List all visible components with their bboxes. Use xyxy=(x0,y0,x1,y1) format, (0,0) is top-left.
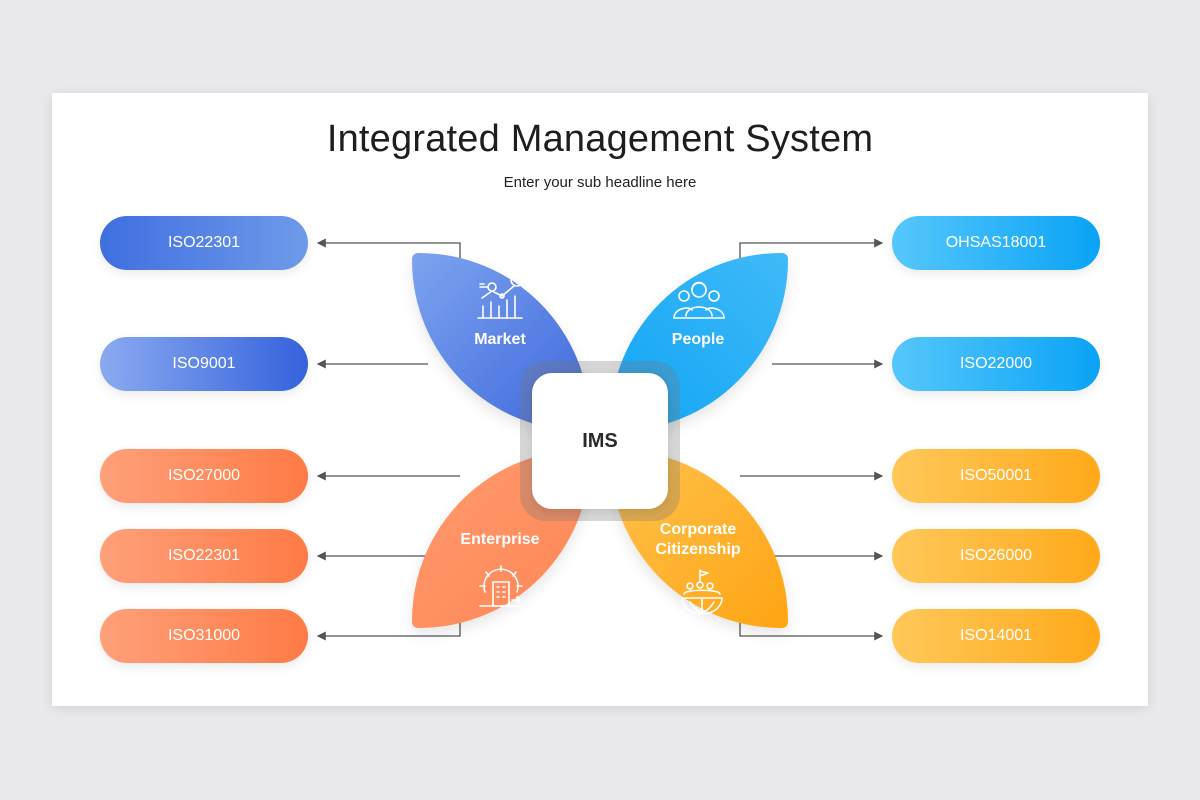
left-item-1: ISO22301 xyxy=(100,216,308,270)
left-item-3-label: ISO27000 xyxy=(167,467,241,484)
right-item-4: ISO26000 xyxy=(892,529,1100,583)
petal-label-people: People xyxy=(671,331,725,348)
right-item-1-label: OHSAS18001 xyxy=(945,234,1047,251)
petal-label-corporate-line2: Citizenship xyxy=(655,541,741,558)
left-item-1-label: ISO22301 xyxy=(167,234,241,251)
page-title: Integrated Management System xyxy=(326,118,874,160)
globe-community-icon xyxy=(681,569,723,615)
building-gear-icon xyxy=(479,565,523,607)
left-item-2: ISO9001 xyxy=(100,337,308,391)
page-subtitle: Enter your sub headline here xyxy=(503,174,697,191)
right-item-1: OHSAS18001 xyxy=(892,216,1100,270)
right-item-2-label: ISO22000 xyxy=(959,355,1033,372)
left-item-4-label: ISO22301 xyxy=(167,547,241,564)
left-item-5-label: ISO31000 xyxy=(167,627,241,644)
left-item-3: ISO27000 xyxy=(100,449,308,503)
petal-label-corporate-line1: Corporate xyxy=(659,521,737,538)
right-item-3: ISO50001 xyxy=(892,449,1100,503)
petal-label-corporate: Corporate Citizenship xyxy=(628,520,768,560)
right-item-5-label: ISO14001 xyxy=(959,627,1033,644)
right-item-5: ISO14001 xyxy=(892,609,1100,663)
team-icon xyxy=(673,281,725,319)
petal-label-market: Market xyxy=(474,331,526,348)
left-item-4: ISO22301 xyxy=(100,529,308,583)
center-label: IMS xyxy=(582,429,618,452)
right-item-4-label: ISO26000 xyxy=(959,547,1033,564)
right-item-3-label: ISO50001 xyxy=(959,467,1033,484)
right-item-2: ISO22000 xyxy=(892,337,1100,391)
center-ims-box: IMS xyxy=(532,373,668,509)
analytics-chart-icon xyxy=(477,273,524,319)
left-item-2-label: ISO9001 xyxy=(172,355,236,372)
petal-label-enterprise: Enterprise xyxy=(460,531,540,548)
left-item-5: ISO31000 xyxy=(100,609,308,663)
